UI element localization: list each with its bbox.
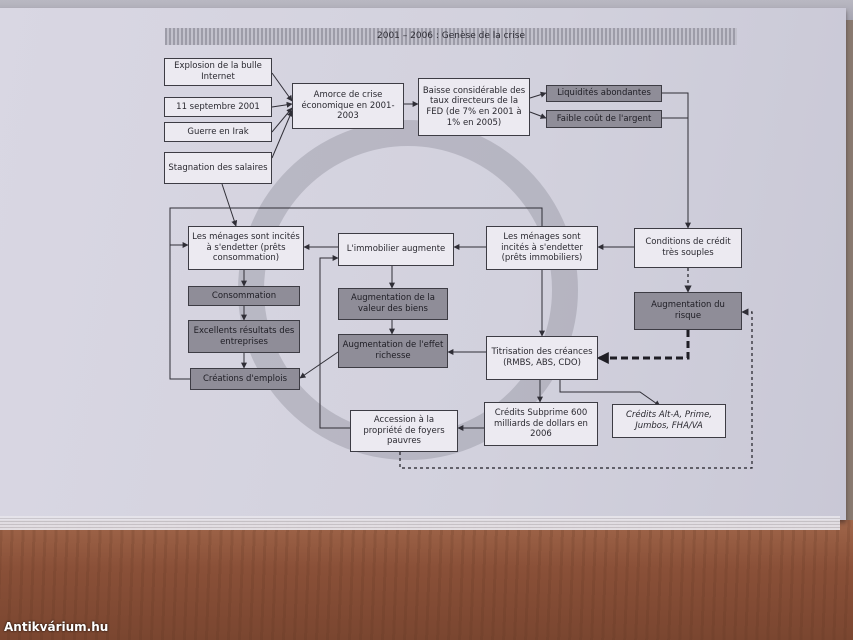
box-faible-cout: Faible coût de l'argent: [546, 110, 662, 128]
arrow-accession-immobilier: [319, 255, 350, 429]
box-irak-label: Guerre en Irak: [187, 126, 249, 137]
page-edges: [0, 516, 840, 530]
box-excellents: Excellents résultats des entreprises: [188, 320, 300, 353]
box-sept11-label: 11 septembre 2001: [176, 101, 260, 112]
arrow-effet-creations: [299, 351, 339, 379]
box-conditions: Conditions de crédit très souples: [634, 228, 742, 268]
box-conditions-label: Conditions de crédit très souples: [645, 237, 731, 258]
arrow-irak-amorce: [271, 107, 293, 133]
box-creations: Créations d'emplois: [190, 368, 300, 390]
box-faible-cout-label: Faible coût de l'argent: [556, 113, 652, 124]
box-augm-effet-label: Augmentation de l'effet richesse: [342, 340, 444, 361]
box-titrisation: Titrisation des créances (RMBS, ABS, CDO…: [486, 336, 598, 380]
box-menages-conso: Les ménages sont incités à s'endetter (p…: [188, 226, 304, 270]
arrow-liquidites-conditions: [662, 92, 691, 229]
box-augm-valeur-label: Augmentation de la valeur des biens: [351, 293, 435, 314]
box-accession-label: Accession à la propriété de foyers pauvr…: [363, 415, 445, 447]
line-top-loop: [169, 207, 543, 245]
arrow-risque-titrisation: [596, 330, 690, 364]
box-augm-risque: Augmentation du risque: [634, 292, 742, 330]
box-alt-a-label: Crédits Alt-A, Prime, Jumbos, FHA/VA: [625, 410, 713, 431]
arrow-stagnation-amorce: [271, 110, 293, 159]
arrow-accession-risque: [399, 308, 753, 469]
box-irak: Guerre en Irak: [164, 122, 272, 142]
box-consommation-label: Consommation: [211, 290, 277, 301]
box-baisse: Baisse considérable des taux directeurs …: [418, 78, 530, 136]
box-alt-a: Crédits Alt-A, Prime, Jumbos, FHA/VA: [612, 404, 726, 438]
box-baisse-label: Baisse considérable des taux directeurs …: [422, 85, 526, 128]
box-accession: Accession à la propriété de foyers pauvr…: [350, 410, 458, 452]
box-liquidites: Liquidités abondantes: [546, 85, 662, 102]
arrow-sept11-amorce: [271, 101, 293, 108]
box-immobilier-label: L'immobilier augmente: [346, 244, 446, 255]
box-liquidites-label: Liquidités abondantes: [557, 88, 651, 99]
header-title: 2001 – 2006 : Genèse de la crise: [377, 31, 525, 41]
box-menages-conso-label: Les ménages sont incités à s'endetter (p…: [192, 232, 300, 264]
box-augm-valeur: Augmentation de la valeur des biens: [338, 288, 448, 320]
box-stagnation: Stagnation des salaires: [164, 152, 272, 184]
arrow-baisse-faible: [529, 111, 547, 119]
box-excellents-label: Excellents résultats des entreprises: [193, 325, 295, 347]
arrow-stagnation-menages: [221, 183, 238, 227]
header-banner: 2001 – 2006 : Genèse de la crise: [165, 28, 737, 45]
box-creations-label: Créations d'emplois: [202, 373, 288, 384]
box-explosion-label: Explosion de la bulle Internet: [174, 61, 262, 82]
box-menages-immo: Les ménages sont incités à s'endetter (p…: [486, 226, 598, 270]
box-stagnation-label: Stagnation des salaires: [168, 162, 268, 173]
arrow-creations-loop: [169, 242, 190, 380]
box-augm-effet: Augmentation de l'effet richesse: [338, 334, 448, 368]
box-immobilier: L'immobilier augmente: [338, 233, 454, 266]
box-consommation: Consommation: [188, 286, 300, 306]
box-subprime: Crédits Subprime 600 milliards de dollar…: [484, 402, 598, 446]
box-amorce: Amorce de crise économique en 2001-2003: [292, 83, 404, 129]
box-subprime-label: Crédits Subprime 600 milliards de dollar…: [494, 408, 588, 440]
box-sept11: 11 septembre 2001: [164, 97, 272, 117]
watermark: Antikvárium.hu: [4, 620, 109, 634]
wooden-table: [0, 520, 853, 640]
box-augm-risque-label: Augmentation du risque: [651, 300, 725, 321]
box-amorce-label: Amorce de crise économique en 2001-2003: [301, 90, 395, 122]
box-titrisation-label: Titrisation des créances (RMBS, ABS, CDO…: [491, 347, 593, 368]
box-menages-immo-label: Les ménages sont incités à s'endetter (p…: [501, 232, 583, 264]
arrow-explosion-amorce: [271, 72, 293, 102]
arrow-titrisation-alta: [559, 380, 661, 407]
box-explosion: Explosion de la bulle Internet: [164, 58, 272, 86]
arrow-baisse-liquidites: [529, 91, 547, 99]
